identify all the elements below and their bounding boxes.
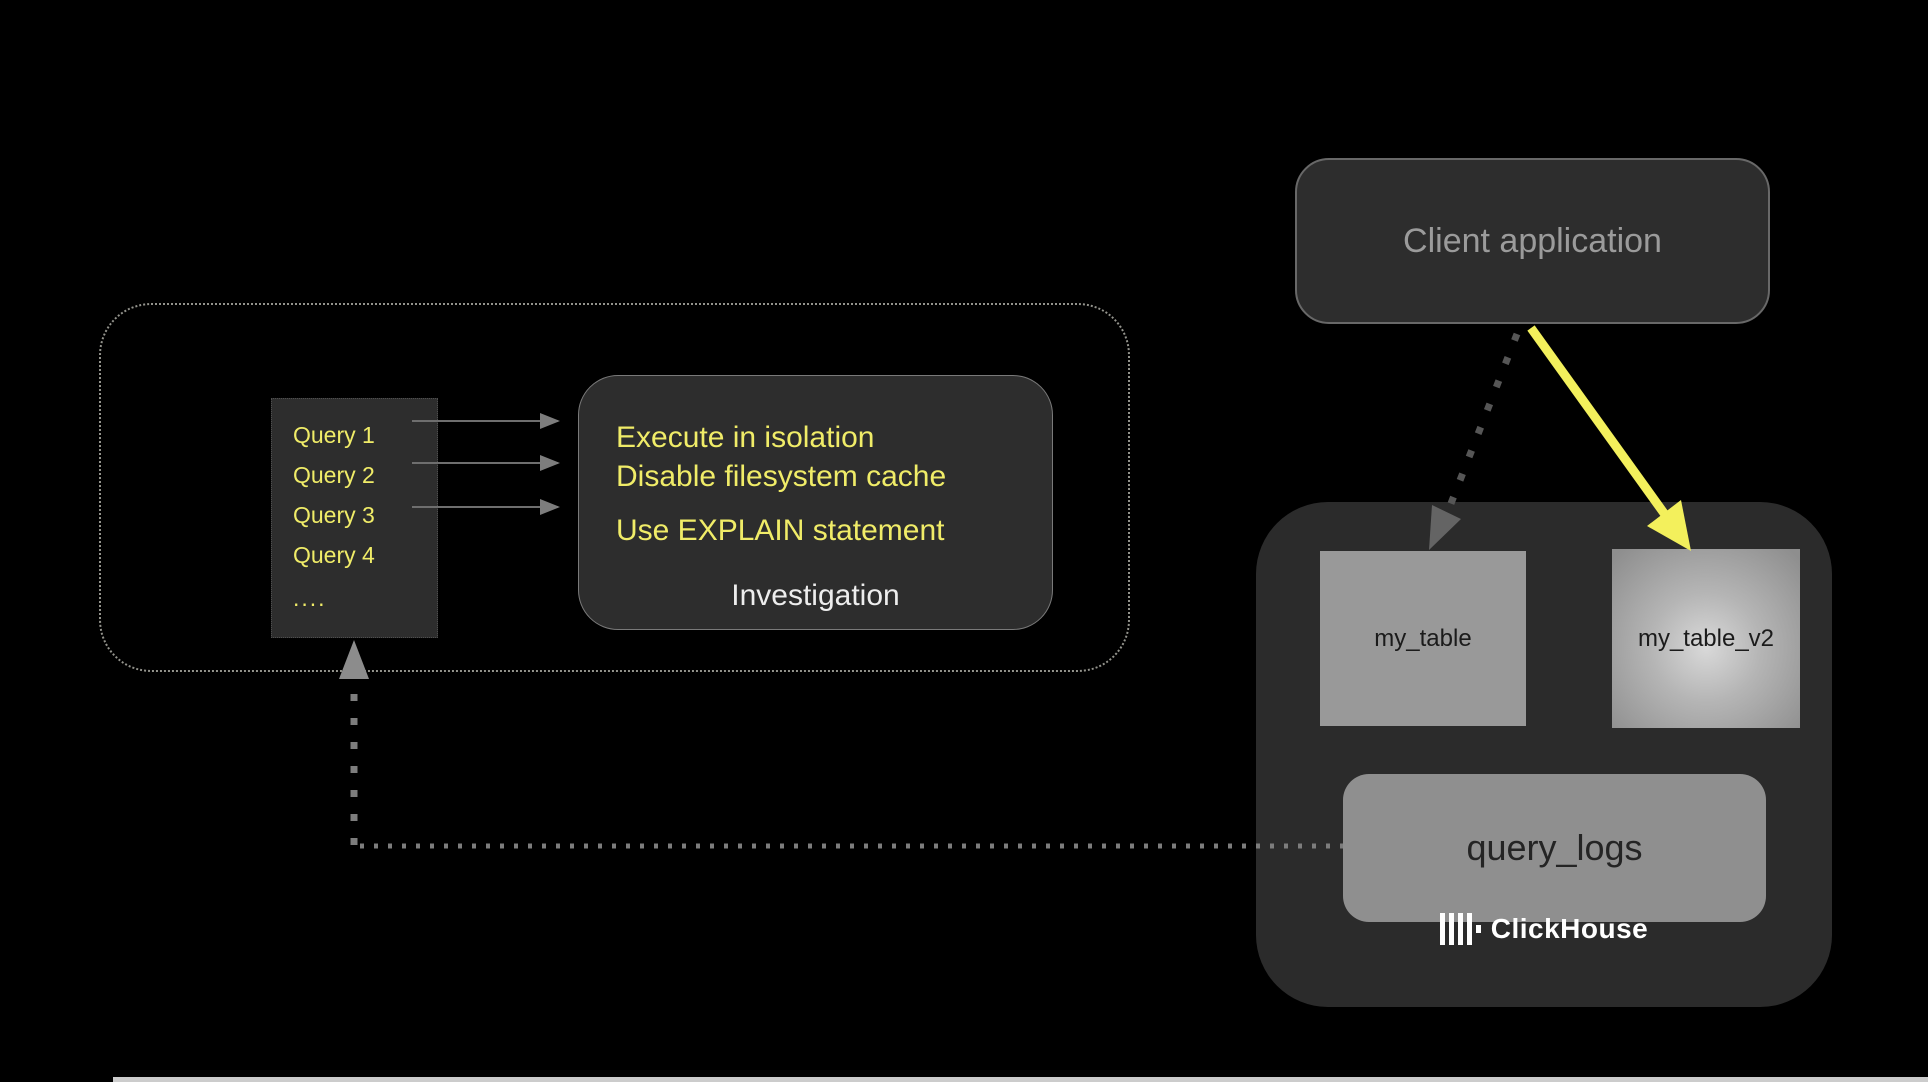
query-item: Query 1 bbox=[293, 422, 375, 448]
investigation-group-outline bbox=[99, 303, 1130, 672]
my-table-node: my_table bbox=[1320, 551, 1526, 726]
query-logs-label: query_logs bbox=[1466, 827, 1643, 868]
clickhouse-brand: ClickHouse bbox=[1256, 913, 1832, 945]
query-logs-node: query_logs bbox=[1343, 774, 1766, 922]
query-item-ellipsis: .... bbox=[293, 585, 327, 611]
investigation-title: Investigation bbox=[731, 579, 900, 612]
investigation-box: Execute in isolation Disable filesystem … bbox=[578, 375, 1053, 630]
client-to-mytablev2-arrow-shaft bbox=[1527, 325, 1670, 519]
clickhouse-server-box: my_table my_table_v2 query_logs ClickHou… bbox=[1256, 502, 1832, 1007]
investigation-tip: Execute in isolation bbox=[616, 421, 875, 454]
clickhouse-bars-icon bbox=[1439, 913, 1481, 945]
client-application-node: Client application bbox=[1295, 158, 1770, 324]
my-table-label: my_table bbox=[1374, 624, 1472, 652]
query-item: Query 4 bbox=[293, 542, 375, 568]
query-list-box: Query 1 Query 2 Query 3 Query 4 .... bbox=[271, 398, 438, 638]
client-application-label: Client application bbox=[1403, 221, 1662, 260]
my-table-v2-label: my_table_v2 bbox=[1637, 624, 1775, 652]
investigation-tip: Disable filesystem cache bbox=[616, 460, 947, 493]
query-item: Query 2 bbox=[293, 462, 375, 488]
my-table-v2-node: my_table_v2 bbox=[1612, 549, 1800, 728]
clickhouse-brand-label: ClickHouse bbox=[1490, 913, 1649, 944]
investigation-tip: Use EXPLAIN statement bbox=[616, 514, 945, 547]
slide-edge-strip bbox=[113, 1077, 1928, 1082]
client-to-mytable-dotted-line bbox=[1446, 332, 1521, 508]
query-item: Query 3 bbox=[293, 502, 375, 528]
